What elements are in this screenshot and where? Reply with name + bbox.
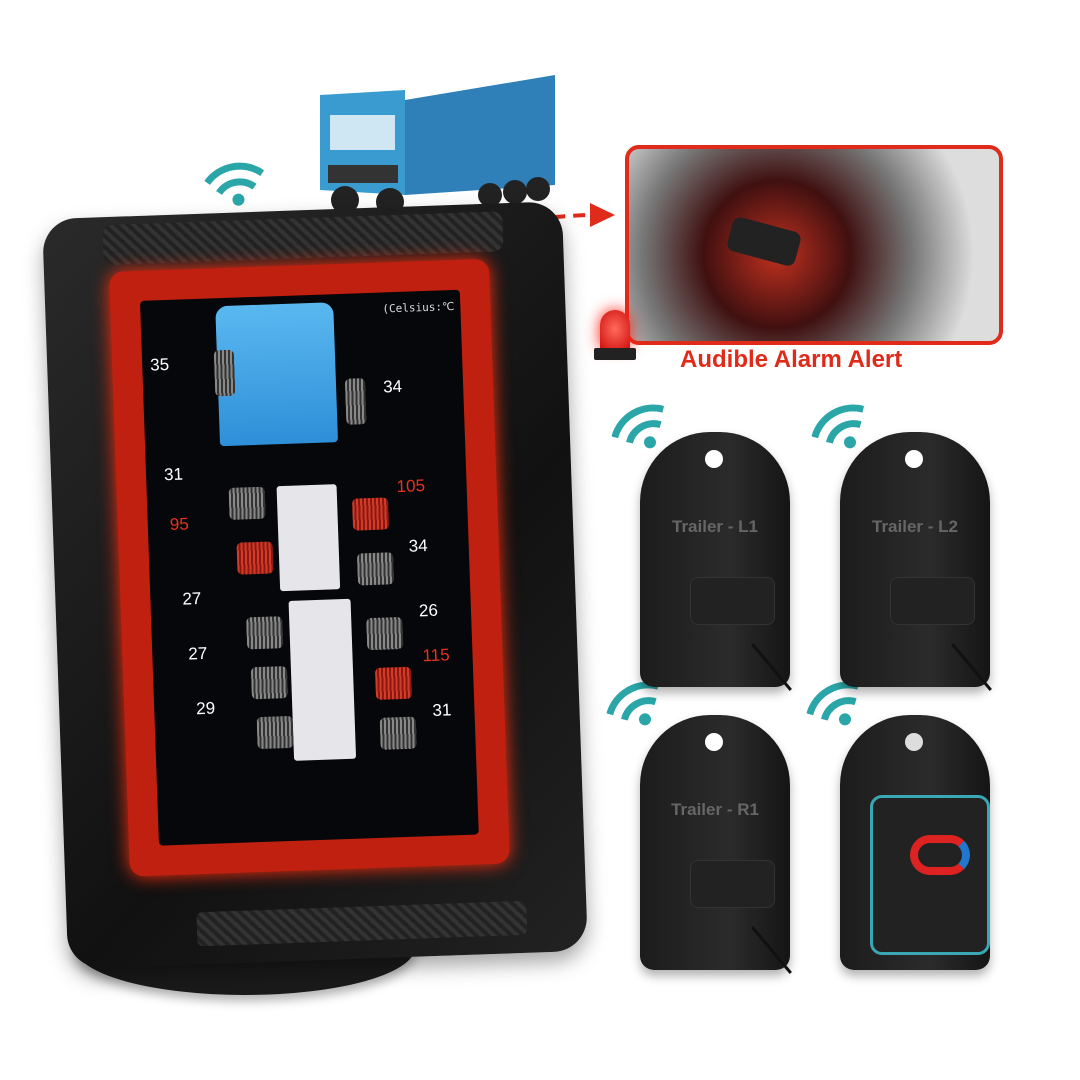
tire-alert [374, 666, 413, 700]
wheel-sensor-closeup [625, 145, 1003, 345]
unit-label: (Celsius:℃ [382, 299, 455, 316]
tire [250, 666, 288, 700]
alert-glow-frame: (Celsius:℃ 35 31 95 27 27 29 34 105 34 [108, 258, 510, 877]
tire-reading: 27 [182, 588, 202, 609]
tire-reading: 29 [195, 698, 216, 719]
tpms-screen: (Celsius:℃ 35 31 95 27 27 29 34 105 34 [139, 289, 479, 846]
tire [344, 378, 367, 425]
alarm-title: Audible Alarm Alert [680, 346, 903, 373]
tire [379, 716, 417, 750]
tire [366, 616, 404, 651]
tire-reading: 27 [187, 643, 208, 664]
tire-alert [236, 541, 274, 575]
tire-reading-alert: 105 [396, 476, 426, 497]
tpms-monitor: (Celsius:℃ 35 31 95 27 27 29 34 105 34 [42, 201, 588, 969]
tire-reading: 31 [163, 464, 184, 485]
sensor-magnetic-back [840, 715, 990, 970]
tire [246, 616, 284, 650]
trailer-sensor-l2: Trailer - L2 [840, 432, 992, 691]
tire-reading: 26 [418, 600, 439, 621]
tire-reading: 31 [432, 700, 452, 720]
tire [356, 552, 395, 586]
siren-icon [590, 305, 640, 365]
wheel-sensor [725, 215, 803, 268]
tire-reading-alert: 115 [422, 645, 450, 666]
tire-reading-alert: 95 [169, 514, 190, 535]
trailer-2 [288, 598, 357, 761]
trailer-sensor-r1: Trailer - R1 [640, 715, 792, 974]
tire-reading: 34 [408, 536, 428, 556]
tire-reading: 35 [149, 354, 170, 375]
tire-alert [352, 497, 390, 531]
wifi-icon [200, 145, 270, 215]
tire [256, 715, 294, 750]
magnet-icon [910, 835, 970, 875]
wifi-icon [799, 384, 881, 466]
sensor-label: Trailer - R1 [671, 800, 759, 819]
tire [213, 349, 236, 397]
tire-reading: 34 [382, 376, 403, 397]
sensor-label: Trailer - L2 [872, 517, 958, 536]
sensor-label: Trailer - L1 [672, 517, 758, 536]
trailer-sensor-l1: Trailer - L1 [640, 432, 792, 691]
truck-image [320, 75, 555, 216]
tire [228, 486, 266, 520]
trailer-1 [276, 484, 341, 592]
wifi-icon [599, 384, 681, 466]
